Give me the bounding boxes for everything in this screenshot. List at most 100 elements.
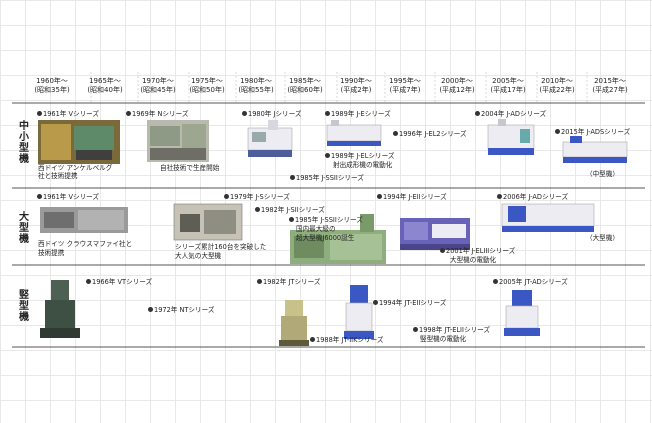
bullet-icon bbox=[325, 111, 330, 116]
era-year: 1980年〜 bbox=[240, 77, 272, 85]
machine-photo-large-jss2 bbox=[290, 214, 386, 264]
era-period: (平成12年) bbox=[439, 86, 475, 94]
era-label: 1960年〜(昭和35年) bbox=[28, 77, 76, 95]
bullet-icon bbox=[255, 207, 260, 212]
era-year: 1995年〜 bbox=[389, 77, 421, 85]
era-label: 1975年〜(昭和50年) bbox=[183, 77, 231, 95]
series-vertical-nt: 1972年 NTシリーズ bbox=[148, 306, 214, 315]
era-dividers bbox=[90, 72, 588, 103]
era-period: (昭和60年) bbox=[287, 86, 323, 94]
note-large-jss2-2: 超大型機J6000誕生 bbox=[296, 234, 355, 242]
machine-photo-large-v bbox=[40, 207, 128, 233]
bullet-icon bbox=[289, 217, 294, 222]
note-vertical-jtel2: 竪型機の電動化 bbox=[420, 335, 467, 343]
bullet-icon bbox=[242, 111, 247, 116]
series-large-js: 1979年 J-Sシリーズ bbox=[224, 193, 290, 202]
bullet-icon bbox=[413, 327, 418, 332]
bullet-icon bbox=[148, 307, 153, 312]
bullet-icon bbox=[86, 279, 91, 284]
note-large-v-1: 西ドイツ クラウスマファイ社と bbox=[38, 240, 133, 248]
note-large-js-1: シリーズ累計160台を突破した bbox=[175, 243, 267, 251]
machine-photo-small-jad bbox=[487, 119, 535, 155]
series-large-js2: 1982年 J-SIIシリーズ bbox=[255, 206, 325, 215]
era-year: 1990年〜 bbox=[340, 77, 372, 85]
era-year: 2005年〜 bbox=[492, 77, 524, 85]
series-large-jss2: 1985年 J-SSIIシリーズ bbox=[289, 216, 363, 225]
series-vertical-jtel2: 1998年 JT-ELIIシリーズ bbox=[413, 326, 490, 335]
series-label: 2001年 J-ELIIIシリーズ bbox=[446, 247, 516, 255]
era-label: 2010年〜(平成22年) bbox=[533, 77, 581, 95]
series-label: 1998年 JT-ELIIシリーズ bbox=[419, 326, 490, 334]
series-small-jel: 1989年 J-ELシリーズ bbox=[325, 152, 394, 161]
era-period: (平成27年) bbox=[592, 86, 628, 94]
era-label: 1990年〜(平成2年) bbox=[332, 77, 380, 95]
note-small-v-1: 西ドイツ アンケルベルグ bbox=[38, 164, 113, 172]
series-label: 1980年 Jシリーズ bbox=[248, 110, 302, 118]
series-vertical-jt2k: 1988年 JT-IIKシリーズ bbox=[310, 336, 383, 345]
series-vertical-jtad: 2005年 JT-ADシリーズ bbox=[493, 278, 568, 287]
era-label: 1985年〜(昭和60年) bbox=[281, 77, 329, 95]
machine-photo-vertical-vt bbox=[40, 280, 80, 338]
series-label: 1972年 NTシリーズ bbox=[154, 306, 215, 314]
series-vertical-jte2: 1994年 JT-EIIシリーズ bbox=[373, 299, 446, 308]
bullet-icon bbox=[377, 194, 382, 199]
series-large-je2: 1994年 J-EIIシリーズ bbox=[377, 193, 447, 202]
bullet-icon bbox=[555, 129, 560, 134]
row-label-small: 中小型機 bbox=[19, 121, 29, 165]
era-year: 2010年〜 bbox=[541, 77, 573, 85]
series-label: 1994年 JT-EIIシリーズ bbox=[379, 299, 447, 307]
series-label: 1988年 JT-IIKシリーズ bbox=[316, 336, 384, 344]
note-large-jss2-1: 国内最大級の bbox=[296, 225, 336, 233]
era-label: 1980年〜(昭和55年) bbox=[232, 77, 280, 95]
series-small-j: 1980年 Jシリーズ bbox=[242, 110, 301, 119]
machine-photo-large-js bbox=[173, 203, 243, 241]
series-label: 1989年 J-Eシリーズ bbox=[331, 110, 391, 118]
bullet-icon bbox=[497, 194, 502, 199]
era-year: 2015年〜 bbox=[594, 77, 626, 85]
era-label: 2015年〜(平成27年) bbox=[586, 77, 634, 95]
bullet-icon bbox=[325, 153, 330, 158]
machine-photo-large-je2 bbox=[400, 218, 470, 250]
bullet-icon bbox=[37, 194, 42, 199]
machine-photo-small-jads bbox=[562, 136, 628, 163]
series-vertical-vt: 1966年 VTシリーズ bbox=[86, 278, 152, 287]
machine-photo-small-j bbox=[247, 120, 293, 157]
era-year: 1965年〜 bbox=[89, 77, 121, 85]
machine-photo-small-je bbox=[326, 120, 382, 146]
note-large-jel3: 大型機の電動化 bbox=[450, 256, 497, 264]
series-label: 1979年 J-Sシリーズ bbox=[230, 193, 290, 201]
series-small-v: 1961年 Vシリーズ bbox=[37, 110, 99, 119]
bullet-icon bbox=[493, 279, 498, 284]
bullet-icon bbox=[373, 300, 378, 305]
era-period: (昭和45年) bbox=[140, 86, 176, 94]
series-small-je: 1989年 J-Eシリーズ bbox=[325, 110, 391, 119]
era-period: (平成17年) bbox=[490, 86, 526, 94]
row-label-large: 大型機 bbox=[19, 212, 29, 245]
series-label: 2015年 J-ADSシリーズ bbox=[561, 128, 631, 136]
series-large-v: 1961年 Vシリーズ bbox=[37, 193, 99, 202]
machine-photo-vertical-jt bbox=[279, 300, 309, 346]
note-small-jel: 射出成形機の電動化 bbox=[333, 161, 393, 169]
era-period: (昭和50年) bbox=[189, 86, 225, 94]
note-small-v-2: 社と技術提携 bbox=[38, 172, 78, 180]
series-label: 2005年 JT-ADシリーズ bbox=[499, 278, 568, 286]
era-period: (昭和55年) bbox=[238, 86, 274, 94]
machine-photo-vertical-jte2 bbox=[344, 285, 374, 339]
machine-photo-vertical-jtad bbox=[504, 290, 540, 336]
machine-photo-small-v bbox=[38, 120, 120, 164]
series-label: 1969年 Nシリーズ bbox=[132, 110, 189, 118]
era-label: 1995年〜(平成7年) bbox=[381, 77, 429, 95]
era-period: (昭和35年) bbox=[34, 86, 70, 94]
era-year: 1985年〜 bbox=[289, 77, 321, 85]
series-label: 1982年 J-SIIシリーズ bbox=[261, 206, 325, 214]
series-label: 1966年 VTシリーズ bbox=[92, 278, 153, 286]
row-label-vertical: 竪型機 bbox=[19, 290, 29, 323]
bullet-icon bbox=[224, 194, 229, 199]
series-small-jel2: 1996年 J-EL2シリーズ bbox=[393, 130, 467, 139]
series-label: 1996年 J-EL2シリーズ bbox=[399, 130, 467, 138]
series-label: 1985年 J-SSIIシリーズ bbox=[296, 174, 364, 182]
era-year: 1960年〜 bbox=[36, 77, 68, 85]
series-label: 1982年 JTシリーズ bbox=[263, 278, 321, 286]
era-period: (平成2年) bbox=[340, 86, 372, 94]
